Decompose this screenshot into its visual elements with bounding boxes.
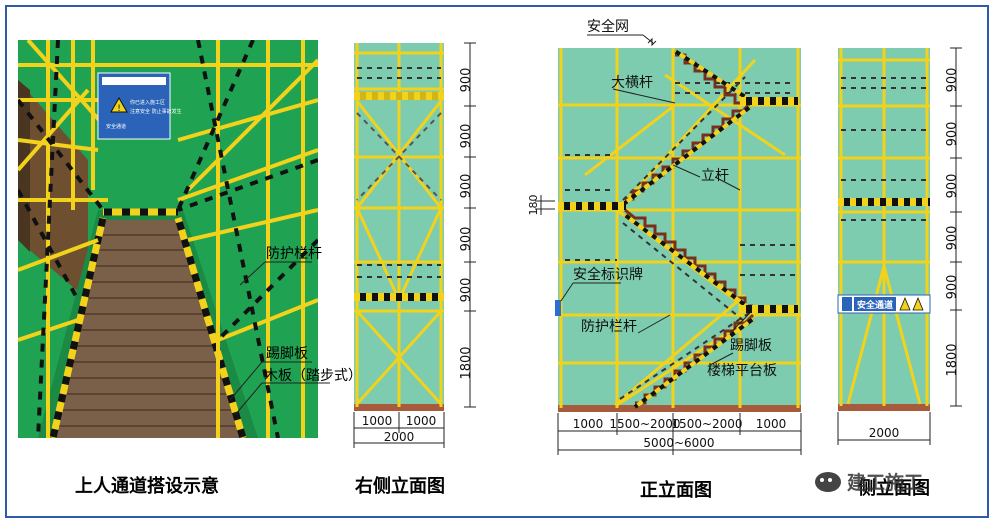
- rs-dim-5: 900: [459, 278, 474, 303]
- label-toe-board-front: 踢脚板: [730, 338, 772, 354]
- right-side-elevation: 900 900 900 900 900 1800 1000 1000 2000: [353, 42, 476, 448]
- label-wood-board: 木板（踏步式）: [264, 368, 362, 384]
- side-total-dim: 2000: [869, 426, 900, 440]
- dim-180: 180: [527, 195, 540, 216]
- label-guardrail-front: 防护栏杆: [581, 319, 637, 335]
- image-border: [5, 5, 989, 518]
- sign-line-1: 你已进入施工区: [130, 99, 165, 106]
- rs-dim-2: 900: [459, 124, 474, 149]
- label-standard: 立杆: [701, 168, 729, 184]
- label-ledger: 大横杆: [611, 75, 653, 91]
- rs-bottom-dim-2: 1000: [406, 414, 437, 428]
- safety-passage-banner: 安全通道: [837, 294, 931, 314]
- label-platform: 楼梯平台板: [707, 363, 777, 379]
- hazard-boards: [354, 92, 444, 301]
- side-dim-4: 900: [945, 226, 960, 251]
- sign-line-3: 安全通道: [106, 123, 126, 130]
- toe-board-strips: [49, 208, 247, 438]
- front-dim-1: 1000: [573, 417, 604, 431]
- perspective-view: ! 你已进入施工区 注意安全 防止事故发生 安全通道: [18, 40, 318, 438]
- watermark: 建工施工: [815, 468, 923, 495]
- side-dim-5: 900: [945, 275, 960, 300]
- label-safety-net: 安全网: [587, 18, 629, 35]
- stair-treads: [53, 220, 243, 438]
- label-sign: 安全标识牌: [573, 266, 643, 283]
- watermark-text: 建工施工: [847, 472, 924, 494]
- side-dim-1: 900: [945, 68, 960, 93]
- rs-total-dim: 2000: [384, 430, 415, 444]
- front-dim-2: 1500~2000: [609, 417, 680, 431]
- caption-front: 正立面图: [640, 480, 712, 501]
- rs-bottom-dim-1: 1000: [362, 414, 393, 428]
- front-dim-4: 1000: [756, 417, 787, 431]
- caption-perspective: 上人通道搭设示意: [75, 476, 219, 497]
- side-dim-2: 900: [945, 122, 960, 147]
- front-dim-3: 1500~2000: [671, 417, 742, 431]
- caption-side: 侧立面图: [858, 478, 930, 499]
- banner-text: 安全通道: [857, 299, 893, 311]
- caption-right-side: 右侧立面图: [355, 476, 445, 497]
- wechat-icon: [815, 471, 841, 492]
- side-dim-6: 1800: [945, 343, 960, 376]
- safety-sign-marker: [555, 300, 561, 316]
- label-guardrail: 防护栏杆: [266, 246, 322, 262]
- label-toe-board: 踢脚板: [266, 346, 308, 362]
- side-dim-3: 900: [945, 174, 960, 199]
- sign-line-2: 注意安全 防止事故发生: [130, 108, 182, 115]
- guard-rails: [18, 40, 318, 438]
- warning-sign-board: ! 你已进入施工区 注意安全 防止事故发生 安全通道: [97, 72, 182, 140]
- rs-dim-3: 900: [459, 174, 474, 199]
- rs-dim-4: 900: [459, 227, 474, 252]
- rs-dim-6: 1800: [459, 346, 474, 379]
- stair-flights: [624, 53, 755, 405]
- rs-dim-1: 900: [459, 68, 474, 93]
- front-total-dim: 5000~6000: [643, 436, 714, 450]
- svg-text:!: !: [117, 104, 121, 114]
- front-elevation: 安全网 大横杆 立杆 安全标识牌 防护栏杆 踢脚板 楼梯平台板 180 1000…: [527, 18, 802, 455]
- side-elevation: 安全通道 900 900 900 900 900 1800 2000: [837, 47, 962, 445]
